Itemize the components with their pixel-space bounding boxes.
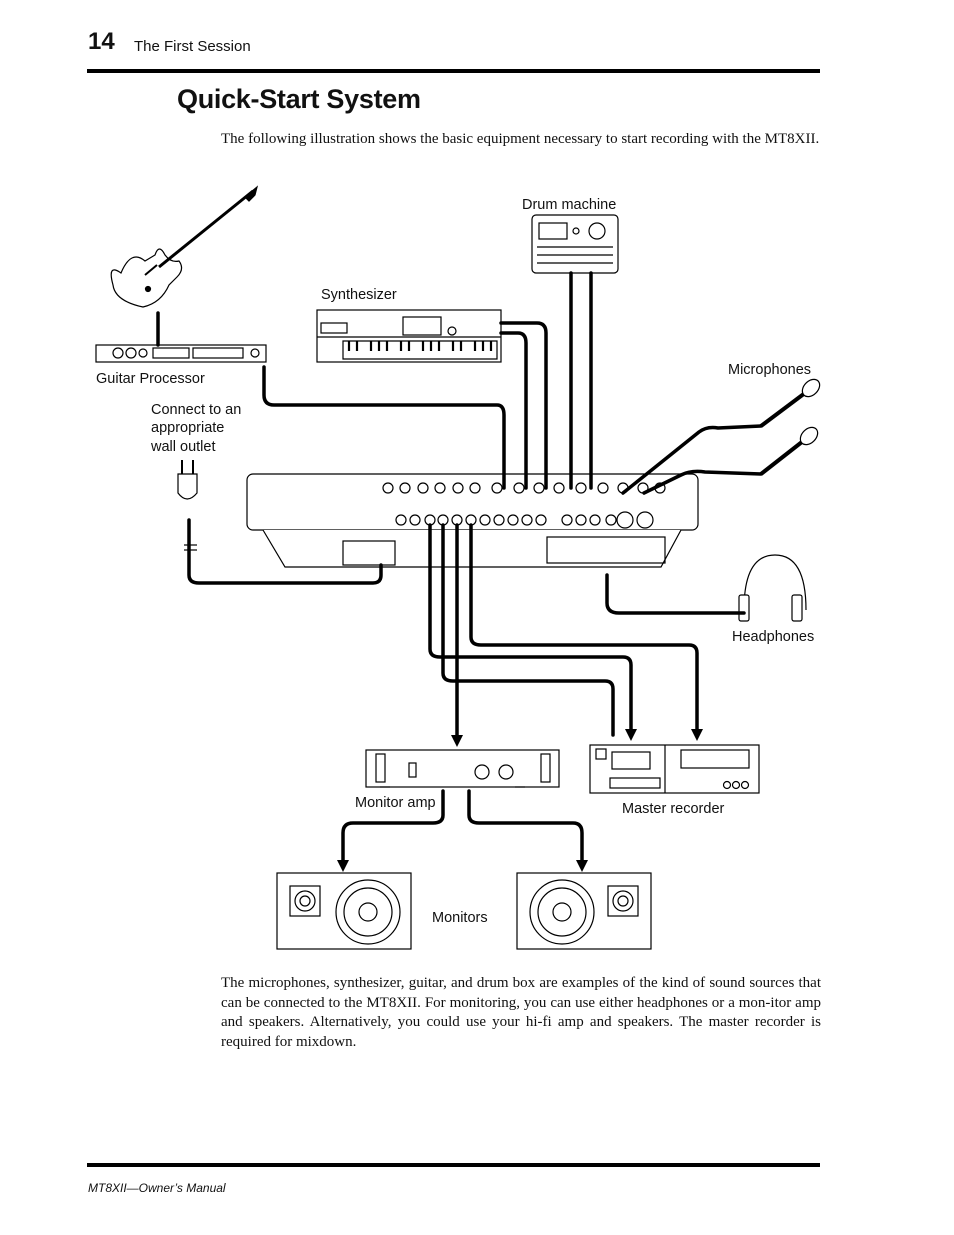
label-drum-machine: Drum machine xyxy=(522,197,616,213)
right-monitor-illustration xyxy=(516,872,652,950)
label-headphones: Headphones xyxy=(732,629,814,645)
synthesizer-illustration xyxy=(316,309,502,363)
drum-machine-illustration xyxy=(531,214,619,274)
headphones-illustration xyxy=(738,554,807,622)
section-title: The First Session xyxy=(134,38,251,55)
guitar-illustration xyxy=(110,185,259,308)
cables xyxy=(156,271,763,867)
microphones-illustration xyxy=(759,378,821,476)
label-guitar-processor: Guitar Processor xyxy=(96,371,205,387)
closing-paragraph: The microphones, synthesizer, guitar, an… xyxy=(221,975,821,1050)
master-recorder-illustration xyxy=(589,744,760,794)
page-heading: Quick-Start System xyxy=(177,84,421,114)
cable-arrowheads xyxy=(337,729,703,872)
label-monitor-amp: Monitor amp xyxy=(355,795,436,811)
connection-diagram: Drum machine Synthesizer Guitar Processo… xyxy=(95,185,821,950)
header-rule xyxy=(87,69,820,73)
wall-plug-illustration xyxy=(177,460,198,551)
label-outlet-line1: Connect to an xyxy=(151,402,241,418)
page-number: 14 xyxy=(88,28,115,55)
monitor-amp-illustration xyxy=(365,749,560,788)
label-master-recorder: Master recorder xyxy=(622,801,725,817)
label-synthesizer: Synthesizer xyxy=(321,287,397,303)
footer-text: MT8XII—Owner’s Manual xyxy=(88,1181,226,1195)
guitar-processor-illustration xyxy=(95,344,267,363)
intro-paragraph: The following illustration shows the bas… xyxy=(221,131,820,147)
label-outlet-line3: wall outlet xyxy=(150,439,215,455)
label-monitors: Monitors xyxy=(432,910,488,926)
label-microphones: Microphones xyxy=(728,362,811,378)
label-outlet-line2: appropriate xyxy=(151,420,224,436)
left-monitor-illustration xyxy=(276,872,412,950)
footer-rule xyxy=(87,1163,820,1167)
